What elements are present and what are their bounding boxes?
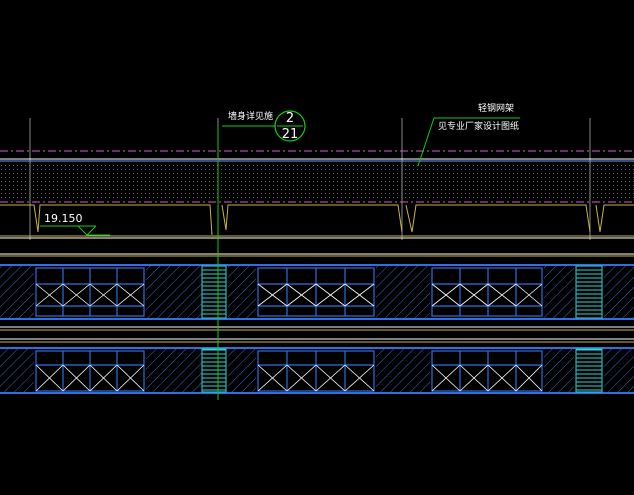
roof-truss-band <box>0 150 634 203</box>
detail-ref-bottom: 21 <box>281 127 299 142</box>
stair-column-right <box>575 265 603 393</box>
window-group-lower-2 <box>257 350 375 392</box>
leader-steel-truss <box>417 117 520 167</box>
parapet-profiles <box>0 204 634 236</box>
elevation-label: 19.150 <box>44 212 83 225</box>
floor-divider <box>0 326 634 343</box>
detail-bubble <box>274 110 306 142</box>
steel-truss-note: 见专业厂家设计图纸 <box>438 122 520 132</box>
window-group-upper-2 <box>257 267 375 317</box>
window-group-upper-3 <box>431 267 543 317</box>
steel-truss-title: 轻钢网架 <box>478 104 515 114</box>
window-group-lower-3 <box>431 350 543 392</box>
elevation-marker <box>40 225 110 236</box>
window-group-upper-1 <box>35 267 145 317</box>
detail-ref-top: 2 <box>285 111 295 126</box>
wall-detail-note: 墙身详见施 <box>228 112 274 122</box>
leader-wall-detail <box>217 125 276 400</box>
wall-band-upper <box>0 264 634 320</box>
wall-band-lower <box>0 347 634 394</box>
stair-column-left <box>201 265 227 393</box>
floor-slab <box>0 235 634 257</box>
window-group-lower-1 <box>35 350 145 392</box>
